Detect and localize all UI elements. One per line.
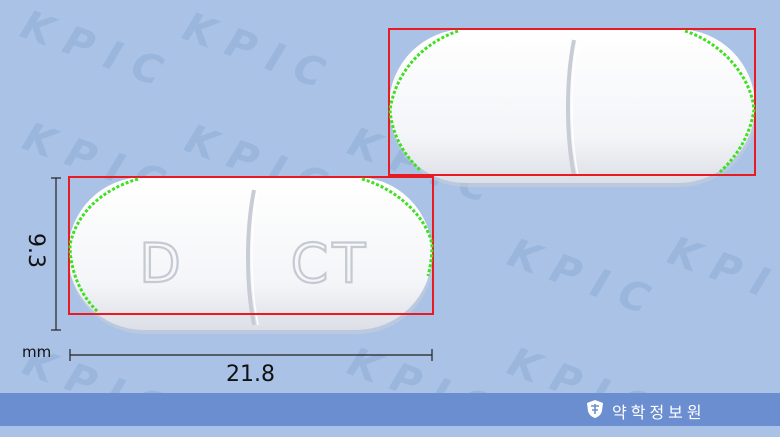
height-dimension-label: 9.3 (23, 233, 48, 268)
pill-back-view (388, 28, 757, 187)
imprint-left: D (139, 232, 181, 295)
edge-marker (68, 177, 139, 314)
footer-bar (0, 393, 780, 426)
edge-marker (388, 29, 459, 172)
pill-front-view: D CT (68, 176, 434, 334)
edge-marker (684, 29, 756, 174)
pill-drawing: D CT (51, 28, 757, 361)
edge-marker (361, 177, 434, 277)
dimension-lines (51, 177, 433, 361)
footer-label: 약학정보원 (612, 403, 706, 422)
shield-logo-icon (587, 400, 603, 418)
pill-back-outline (388, 28, 756, 176)
imprint-right: CT (291, 232, 370, 295)
width-dimension-label: 21.8 (226, 362, 275, 387)
unit-label: mm (22, 343, 52, 361)
